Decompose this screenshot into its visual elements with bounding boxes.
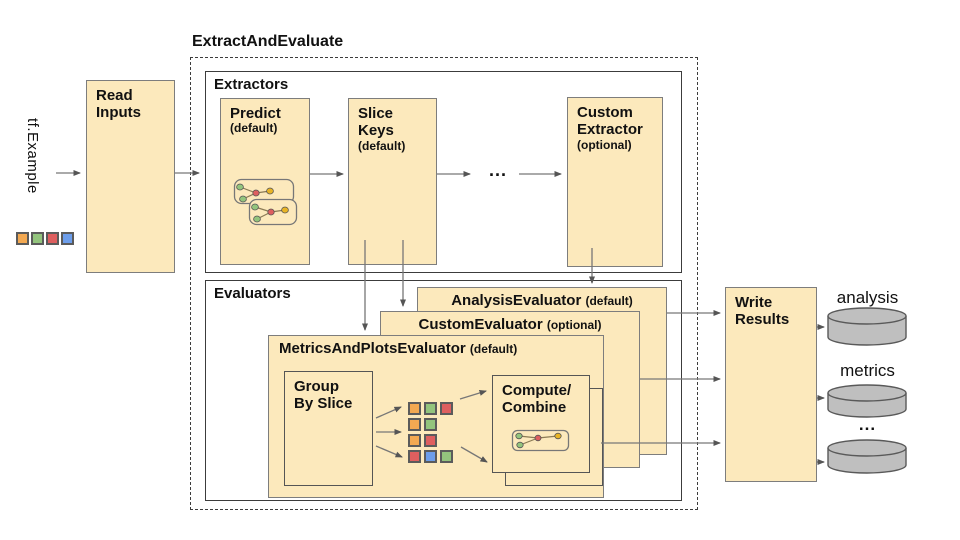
slice-keys-label: Slice Keys [358, 105, 394, 140]
evaluators-title: Evaluators [214, 285, 291, 302]
green-square [440, 450, 453, 463]
database-icon-analysis [827, 307, 907, 346]
slice-keys-qualifier: (default) [358, 138, 406, 153]
orange-square [16, 232, 29, 245]
slice-row [408, 418, 453, 431]
output-analysis-label: analysis [836, 288, 899, 307]
write-results-box: Write Results [725, 287, 817, 482]
output-metrics-label: metrics [840, 361, 895, 380]
analysis-evaluator-qualifier: (default) [585, 294, 633, 308]
custom-extractor-qualifier: (optional) [577, 137, 632, 152]
orange-square [408, 418, 421, 431]
slice-keys-extractor-box: Slice Keys (default) [348, 98, 437, 265]
predict-label: Predict [230, 105, 281, 122]
group-by-slice-label: Group By Slice [294, 378, 353, 413]
blue-square [61, 232, 74, 245]
model-graph-icon [233, 178, 298, 226]
green-square [31, 232, 44, 245]
custom-evaluator-qualifier: (optional) [546, 318, 602, 332]
read-inputs-box: Read Inputs [86, 80, 175, 273]
output-more-label: ... [858, 415, 877, 434]
group-by-slice-box: Group By Slice [284, 371, 373, 486]
green-square [424, 418, 437, 431]
extractors-title: Extractors [214, 76, 289, 93]
extract-and-evaluate-boundary [190, 57, 698, 510]
database-icon-metrics [827, 384, 907, 418]
read-inputs-label: Read Inputs [96, 87, 141, 122]
metrics-and-plots-evaluator-label: MetricsAndPlotsEvaluator [279, 340, 466, 357]
red-square [440, 402, 453, 415]
pipeline-title: ExtractAndEvaluate [192, 33, 344, 50]
custom-evaluator-label: CustomEvaluator [418, 316, 543, 333]
slice-row [408, 402, 453, 415]
red-square [46, 232, 59, 245]
extractors-ellipsis: ... [489, 160, 508, 180]
analysis-evaluator-label: AnalysisEvaluator [451, 292, 582, 309]
input-example-squares [16, 232, 74, 245]
slice-row [408, 450, 453, 463]
compute-combine-box: Compute/ Combine [492, 375, 590, 473]
input-label: tf.Example [24, 118, 41, 194]
predict-qualifier: (default) [230, 121, 278, 136]
green-square [424, 402, 437, 415]
orange-square [408, 434, 421, 447]
custom-extractor-label: Custom Extractor [577, 104, 643, 139]
orange-square [408, 402, 421, 415]
combine-model-graph-icon [511, 429, 570, 452]
write-results-label: Write Results [735, 294, 790, 329]
red-square [408, 450, 421, 463]
slice-row [408, 434, 453, 447]
compute-combine-label-line2: Combine [502, 399, 567, 417]
database-icon-more [827, 439, 907, 474]
compute-combine-label-line1: Compute/ [502, 382, 572, 399]
blue-square [424, 450, 437, 463]
red-square [424, 434, 437, 447]
custom-extractor-box: Custom Extractor (optional) [567, 97, 663, 267]
sliced-data-squares [408, 402, 453, 466]
metrics-and-plots-evaluator-qualifier: (default) [469, 342, 518, 356]
